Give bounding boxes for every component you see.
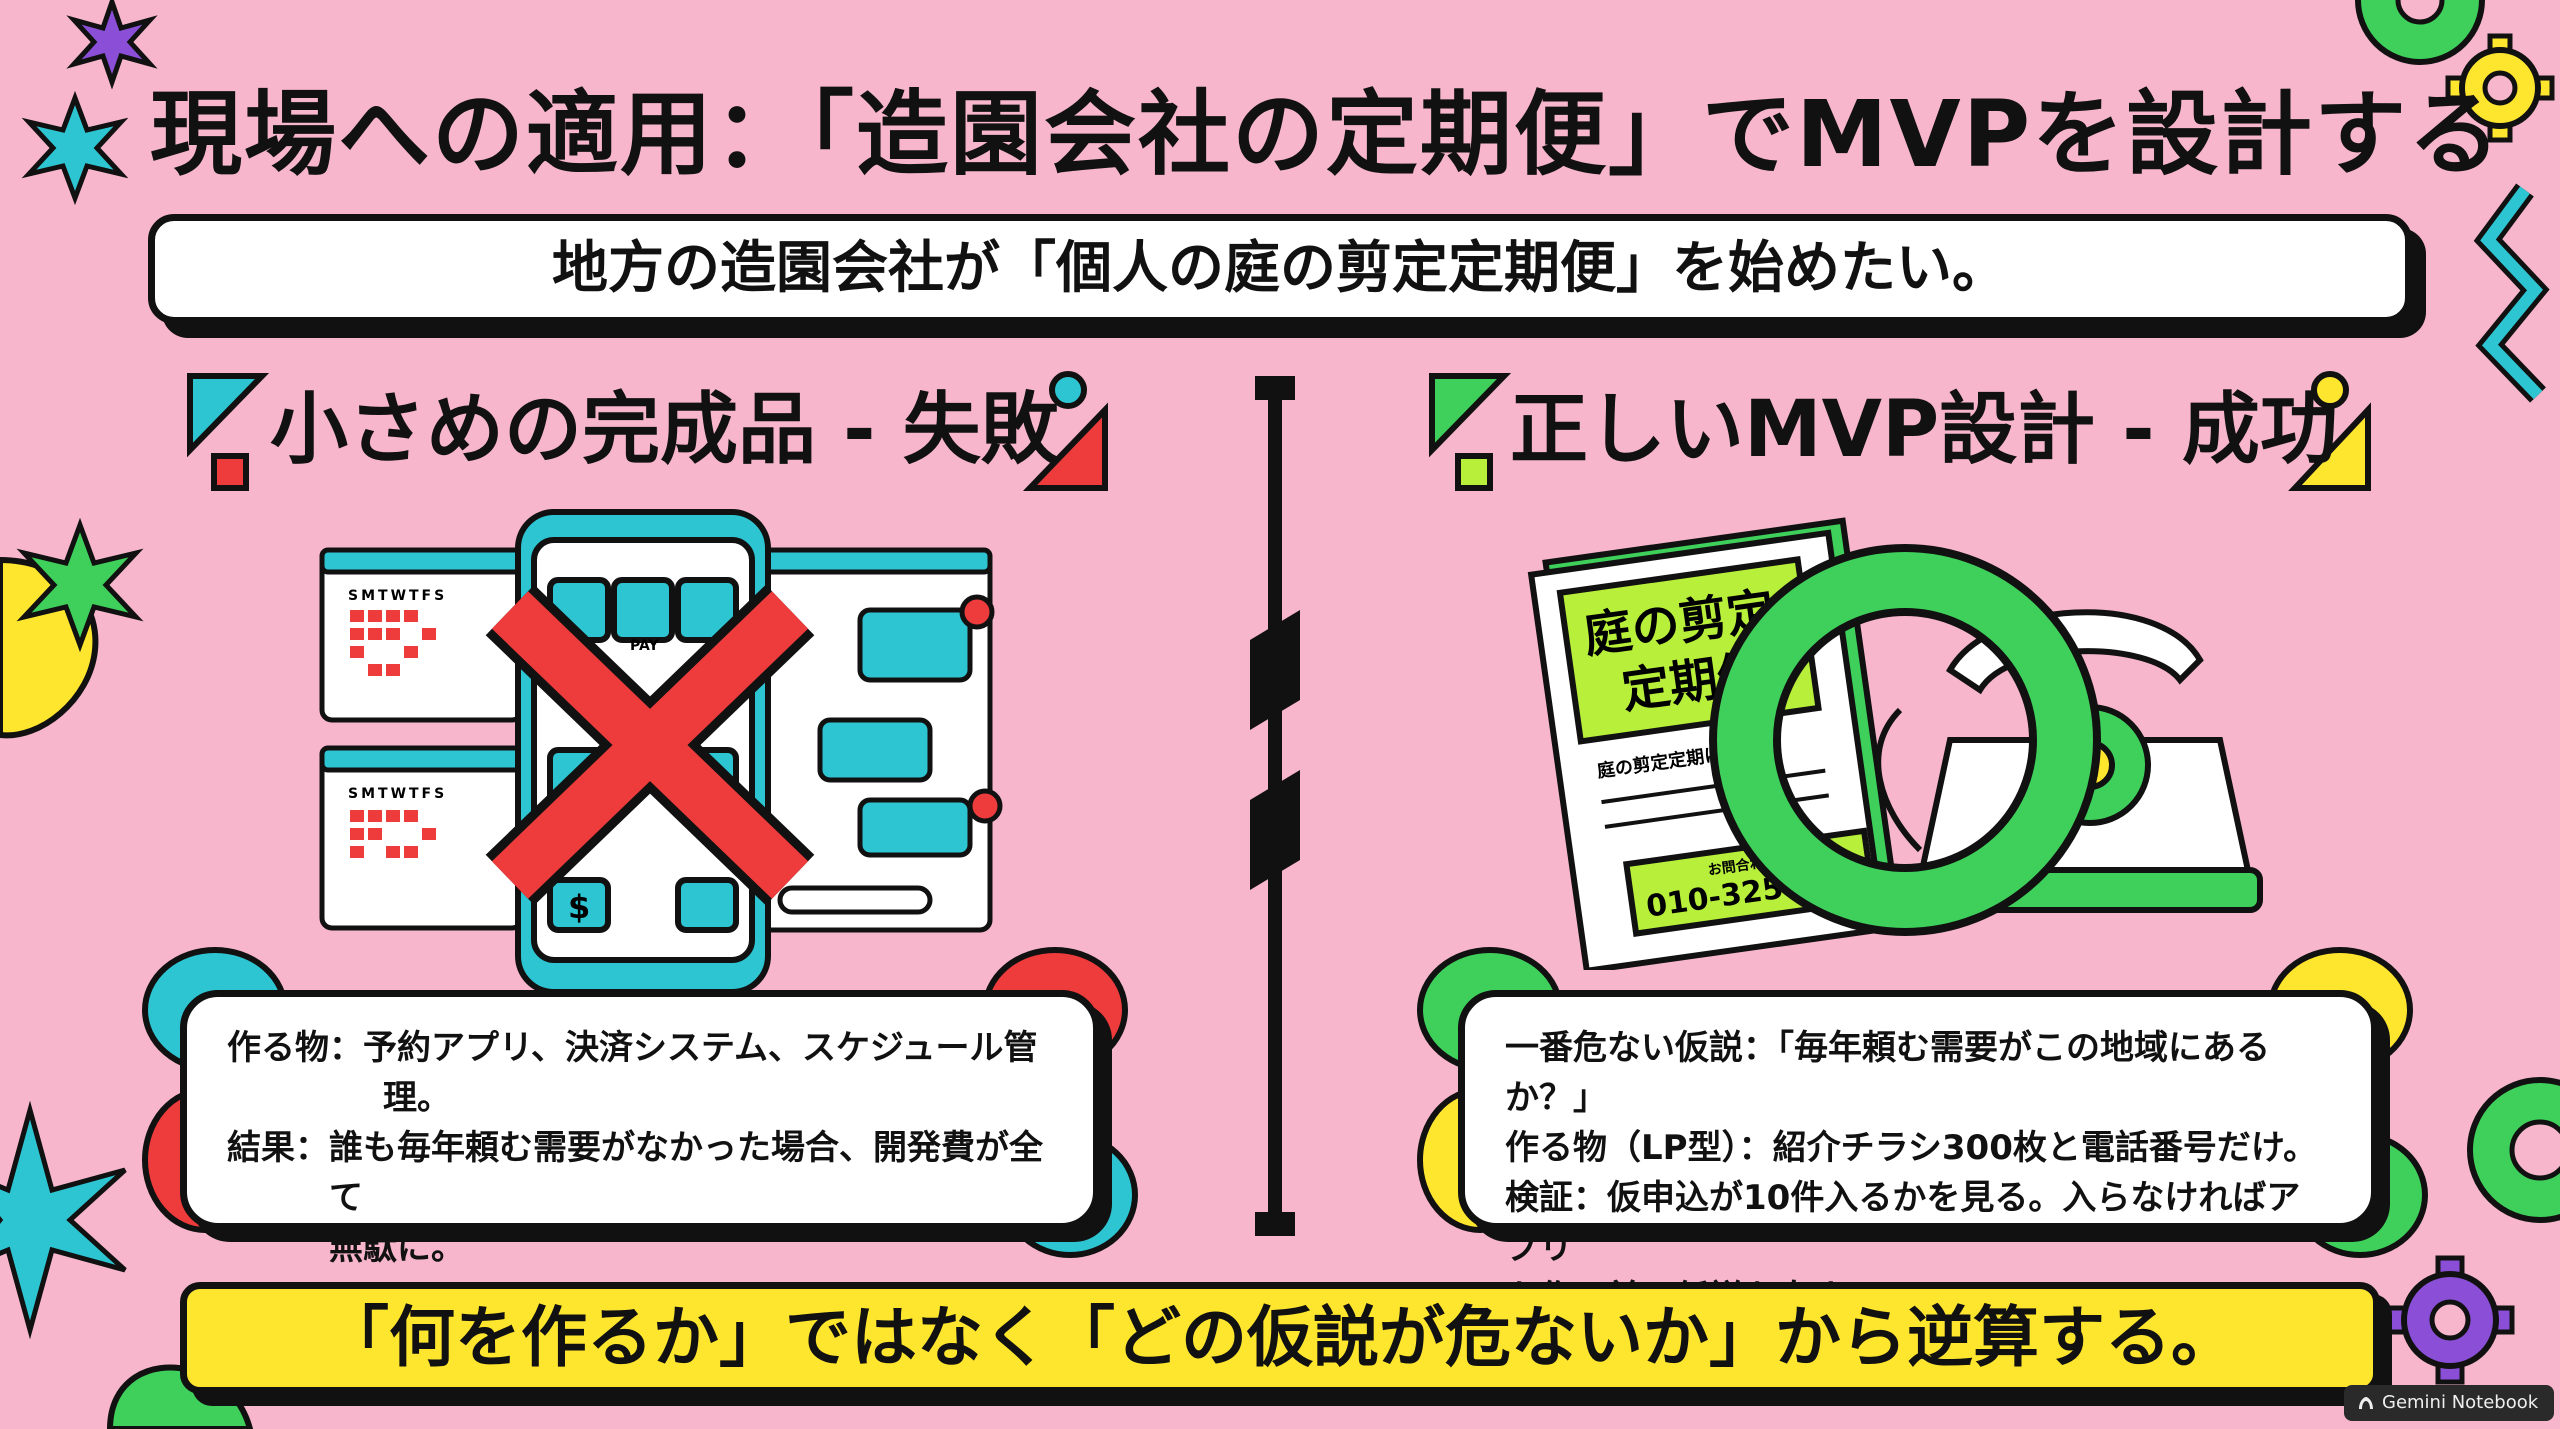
purple-starburst-icon [66, 0, 158, 90]
gemini-notebook-badge: Gemini Notebook [2344, 1385, 2554, 1421]
failure-build-value-2: 理。 [383, 1078, 451, 1118]
failure-build-row: 作る物： 予約アプリ、決済システム、スケジュール管 理。 [227, 1023, 1053, 1123]
green-o-icon [1709, 544, 2101, 936]
calendar-window-top [319, 547, 525, 723]
success-build-line: 作る物（LP型）：紹介チラシ300枚と電話番号だけ。 [1505, 1128, 2318, 1168]
takeaway-banner: 「何を作るか」ではなく「どの仮説が危ないか」から逆算する。 [180, 1282, 2380, 1394]
chat-window [747, 547, 1003, 933]
success-verify-line-1: 検証：仮申込が10件入るかを見る。入らなければアプリ [1505, 1178, 2301, 1268]
scenario-subtitle: 地方の造園会社が「個人の庭の剪定定期便」を始めたい。 [148, 214, 2412, 324]
badge-label: Gemini Notebook [2382, 1392, 2539, 1413]
green-starburst-icon [16, 517, 144, 653]
cyan-starburst-icon [21, 90, 129, 206]
heading-right-decor [1429, 371, 2371, 491]
notebook-icon [2359, 1397, 2373, 1409]
failure-result-value-2: 無駄に。 [329, 1228, 465, 1268]
right-heading: 正しいMVP設計 - 成功 [1510, 385, 2338, 475]
red-x-icon [485, 584, 815, 906]
failure-card: 作る物： 予約アプリ、決済システム、スケジュール管 理。 結果： 誰も毎年頼む需… [180, 990, 1100, 1268]
success-hypothesis-line: 一番危ない仮説：「毎年頼む需要がこの地域にあるか？」 [1505, 1028, 2270, 1118]
page-title: 現場への適用：「造園会社の定期便」でMVPを設計する [150, 81, 2503, 188]
flyer-phone-illustration: 庭の剪定 定期便 庭の剪定定期にご お問合わせ先 010-325-85 [1527, 517, 2263, 970]
pay-label: PAY [630, 638, 659, 654]
failure-build-value-1: 予約アプリ、決済システム、スケジュール管 [363, 1028, 1038, 1068]
failure-result-value-1: 誰も毎年頼む需要がなかった場合、開発費が全て [329, 1128, 1043, 1218]
failure-build-key: 作る物： [227, 1028, 363, 1068]
success-card: 一番危ない仮説：「毎年頼む需要がこの地域にあるか？」 作る物（LP型）：紹介チラ… [1458, 990, 2378, 1318]
failure-result-key: 結果： [227, 1128, 329, 1168]
center-divider [1250, 376, 1300, 1236]
calendar-window-bottom [319, 745, 525, 931]
calendar-days-bottom: SMTWTFS [348, 786, 447, 802]
green-gear-right-icon [2467, 1077, 2560, 1223]
failure-result-row: 結果： 誰も毎年頼む需要がなかった場合、開発費が全て 無駄に。 [227, 1123, 1053, 1273]
dollar-label: $ [568, 888, 590, 926]
green-gear-icon [2355, 0, 2485, 65]
calendar-days-top: SMTWTFS [348, 588, 447, 604]
purple-gear-icon [2385, 1255, 2515, 1385]
cyan-spike-icon [0, 1100, 127, 1340]
yellow-gear-icon [2445, 33, 2555, 143]
left-heading: 小さめの完成品 - 失敗 [270, 385, 1059, 475]
heading-left-decor [187, 371, 1108, 491]
app-overbuild-illustration: SMTWTFS SMTWTFS PAY $ [319, 509, 1003, 995]
